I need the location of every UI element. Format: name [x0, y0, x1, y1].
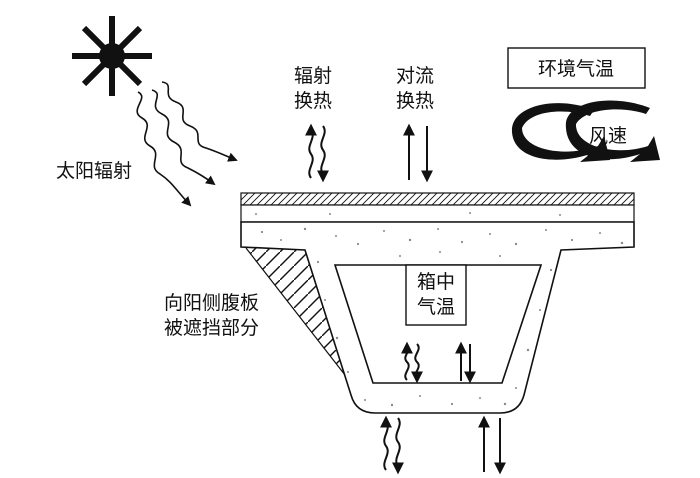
shaded-web-region [245, 247, 346, 376]
solar-radiation-label: 太阳辐射 [56, 160, 132, 182]
wavy-arrow-icon [411, 343, 423, 384]
wavy-arrow-icon [151, 89, 216, 186]
box-air-temp-box: 箱中 气温 [405, 264, 467, 326]
bottom-exchange-arrows [380, 415, 506, 475]
wind-swirl-icon [511, 100, 660, 162]
convection-exchange-arrows [403, 123, 433, 183]
radiation-exchange-label-line2: 换热 [294, 90, 332, 112]
ambient-temp-label: 环境气温 [538, 58, 614, 80]
wavy-arrow-icon [392, 417, 404, 475]
ambient-temp-box: 环境气温 [507, 47, 646, 89]
wavy-arrow-icon [317, 125, 329, 183]
box-air-temp-label-line1: 箱中 [417, 271, 455, 293]
wind-speed-label: 风速 [589, 125, 627, 147]
wavy-arrow-icon [136, 91, 192, 207]
box-girder-section [240, 221, 635, 414]
radiation-exchange-arrows [305, 123, 329, 183]
wavy-arrow-icon [161, 81, 238, 162]
solar-radiation-rays [136, 81, 238, 207]
wavy-arrow-icon [401, 341, 413, 381]
inner-exchange-arrows [401, 341, 476, 384]
shaded-web-label-line1: 向阳侧腹板 [164, 292, 259, 314]
radiation-exchange-label-line1: 辐射 [294, 65, 332, 87]
deck-pavement [240, 192, 635, 223]
concrete-speckles [255, 212, 624, 407]
wavy-arrow-icon [380, 415, 392, 471]
convection-exchange-label-line2: 换热 [396, 90, 434, 112]
wavy-arrow-icon [305, 123, 317, 179]
convection-exchange-label-line1: 对流 [396, 65, 434, 87]
sun-icon [72, 16, 152, 96]
box-air-temp-label-line2: 气温 [417, 296, 455, 318]
shaded-web-label-line2: 被遮挡部分 [164, 317, 259, 339]
